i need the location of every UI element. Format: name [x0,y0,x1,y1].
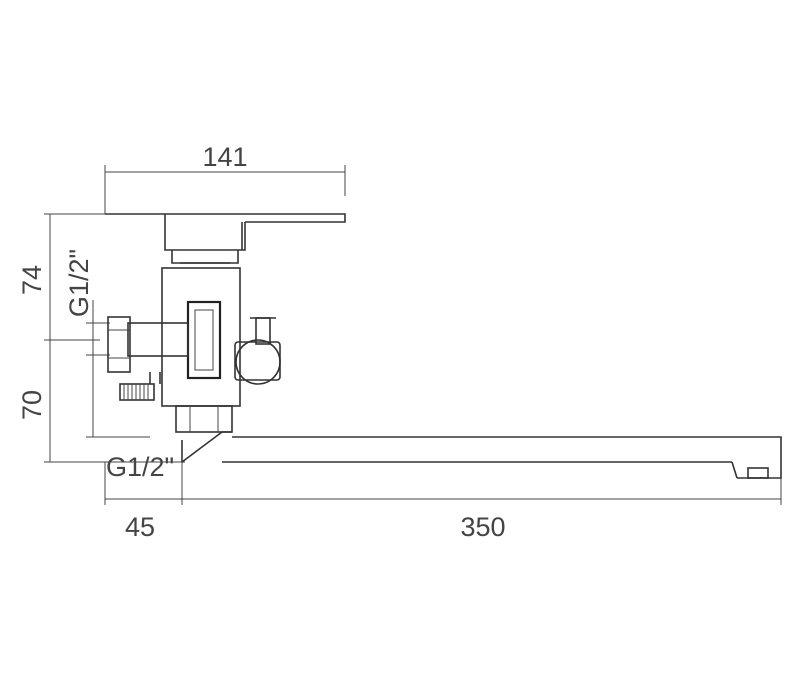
dimension-label-70: 70 [17,390,47,420]
dimension-left-heights: 74 70 [17,213,105,463]
dimension-label-74: 74 [17,265,47,295]
dimension-top-width: 141 [104,142,346,214]
dimension-bottom: 45 350 [104,440,782,542]
dimension-label-141: 141 [202,142,247,172]
faucet-spout [222,436,782,479]
inlet-thread-callout: G1/2" [64,249,150,438]
inlet-thread-label: G1/2" [64,249,94,317]
dimension-label-350: 350 [460,512,505,542]
faucet-body [105,213,346,463]
dimension-label-45: 45 [125,512,155,542]
outlet-thread-callout: G1/2" [100,452,185,482]
outlet-thread-label: G1/2" [106,452,174,482]
